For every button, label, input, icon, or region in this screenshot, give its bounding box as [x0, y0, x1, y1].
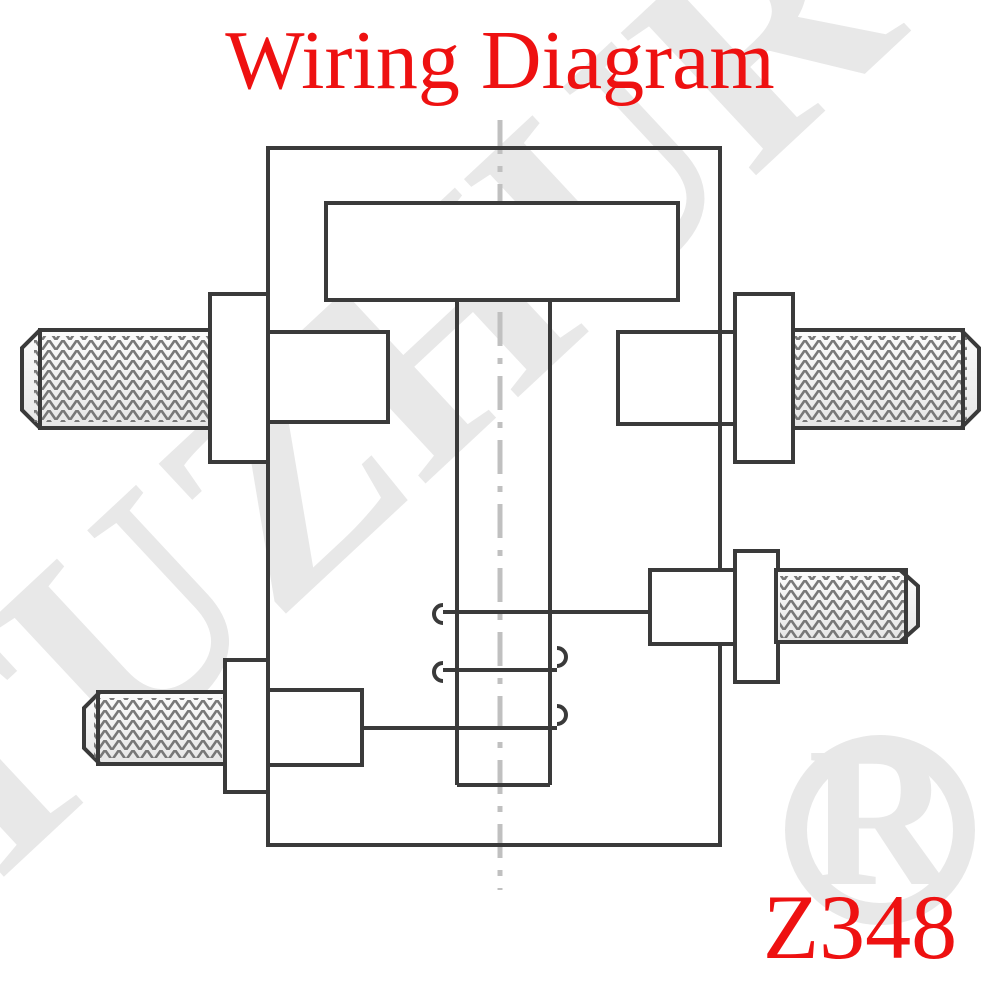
solenoid-body-outline — [266, 146, 722, 847]
upper-left-collar — [208, 292, 270, 464]
upper-right-thread-hatch — [795, 336, 967, 422]
coil-winding — [362, 603, 650, 730]
coil-housing-rect — [324, 201, 680, 302]
page-title: Wiring Diagram — [225, 14, 774, 107]
upper-left-terminal — [20, 292, 390, 464]
coil-loop-right-1 — [556, 646, 568, 668]
lower-left-collar — [223, 658, 270, 794]
lower-right-collar — [733, 549, 780, 684]
upper-left-inner-block — [266, 330, 390, 424]
lower-left-terminal — [82, 658, 364, 794]
plunger-stem — [455, 300, 552, 787]
upper-right-inner-block — [616, 330, 737, 426]
coil-loop-right-2 — [556, 704, 568, 726]
upper-left-thread-hatch — [34, 336, 208, 422]
coil-loop-left-1 — [432, 603, 444, 625]
lower-right-stud-outline — [774, 568, 908, 644]
lower-left-inner-block — [266, 688, 364, 767]
lower-right-inner-block — [648, 568, 737, 646]
coil-loop-left-2 — [432, 661, 444, 683]
part-number-label: Z348 — [763, 876, 957, 978]
upper-right-terminal — [616, 292, 981, 464]
lower-left-thread-hatch — [94, 698, 222, 758]
svg-text:R: R — [808, 707, 955, 928]
lower-right-thread-hatch — [780, 576, 906, 638]
lower-right-terminal — [648, 549, 920, 684]
upper-right-collar — [733, 292, 795, 464]
watermark-registered-mark: R — [785, 707, 975, 928]
